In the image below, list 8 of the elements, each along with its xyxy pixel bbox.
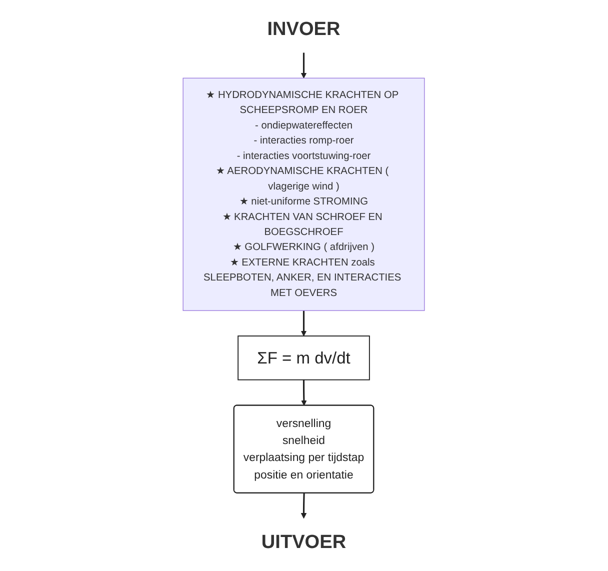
node-text: INVOER xyxy=(267,18,341,40)
node-text: UITVOER xyxy=(262,532,346,553)
arrow xyxy=(301,380,307,406)
node-box: ΣF = m dv/dt xyxy=(238,336,370,380)
node-box: ★ HYDRODYNAMISCHE KRACHTEN OP SCHEEPSROMP EN ROER - ondiepwatereffecten - interacties romp-roer - interacties voortstuwing-roer ★ AERODYNAMISCHE KRACHTEN ( vlagerige wind ) ★ niet-uniforme STROMING ★ KRACHTEN VAN SCHROEF EN BOEGSCHROEF ★ GOLFWERKING ( afdrijven ) ★ EXTERNE KRACHTEN zoals SLEEPBOTEN, ANKER, EN INTERACTIES MET OEVERS xyxy=(183,78,425,311)
arrow xyxy=(301,310,307,336)
arrow xyxy=(301,52,307,78)
arrow xyxy=(301,493,307,519)
